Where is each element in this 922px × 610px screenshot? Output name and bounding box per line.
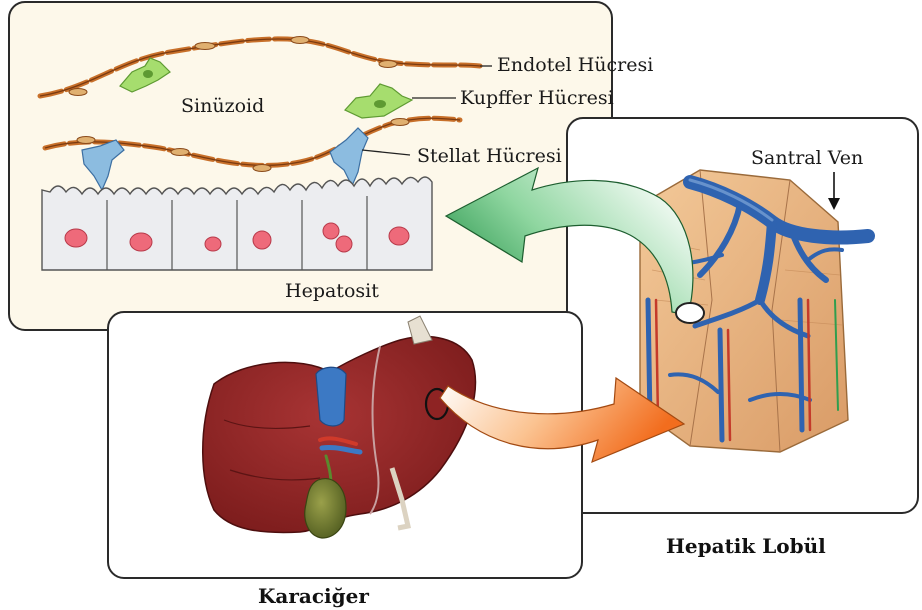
lobule-caption: Hepatik Lobül [666, 534, 826, 558]
kupffer-label: Kupffer Hücresi [460, 87, 614, 109]
sinusoid-panel: Endotel Hücresi Kupffer Hücresi Sinüzoid… [9, 2, 653, 330]
sinuzoid-label: Sinüzoid [181, 95, 264, 117]
gallbladder [305, 479, 346, 538]
liver-panel [108, 312, 582, 578]
hepatocyte-plate [42, 177, 432, 270]
endotel-label: Endotel Hücresi [497, 54, 653, 76]
santral-ven-label: Santral Ven [751, 147, 863, 169]
stellat-label: Stellat Hücresi [417, 145, 562, 167]
liver-caption: Karaciğer [258, 584, 369, 608]
hepatosit-label: Hepatosit [285, 280, 379, 302]
hepatic-lobule-panel: Santral Ven [567, 118, 918, 513]
